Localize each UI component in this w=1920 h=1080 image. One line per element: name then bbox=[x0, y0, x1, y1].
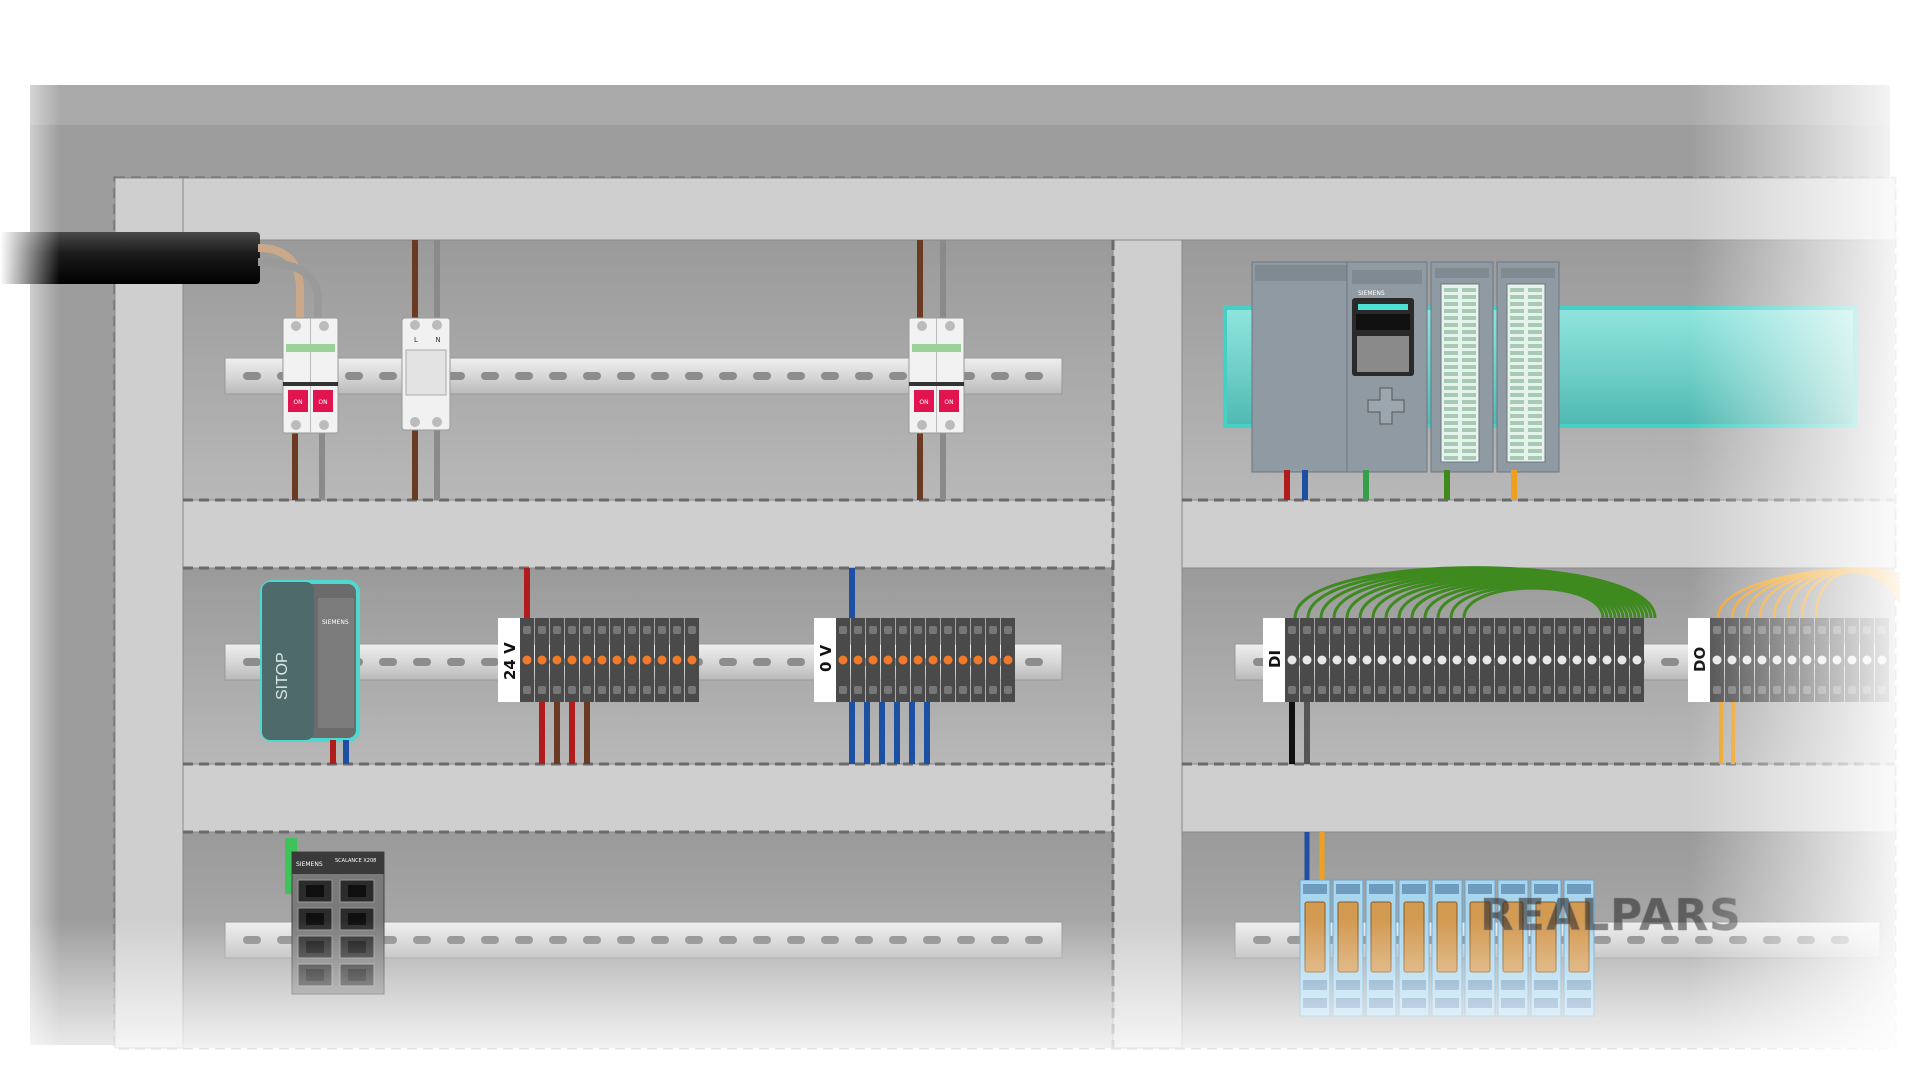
spd-n-label: N bbox=[435, 336, 440, 344]
label-do: DO bbox=[1691, 647, 1709, 672]
svg-text:ON: ON bbox=[944, 399, 953, 406]
svg-text:ON: ON bbox=[318, 399, 327, 406]
sitop-label: SITOP bbox=[274, 652, 291, 700]
plc-power-module bbox=[1251, 261, 1353, 473]
circuit-breaker-icon: ON ON bbox=[908, 317, 965, 434]
terminal-block-icon bbox=[836, 618, 1015, 702]
label-24v: 24 V bbox=[501, 642, 519, 680]
io-module-icon bbox=[1430, 261, 1560, 473]
spd-l-label: L bbox=[414, 336, 418, 344]
network-switch-icon: SIEMENS SCALANCE X208 bbox=[285, 838, 385, 995]
circuit-breaker-icon: ON ON bbox=[282, 317, 339, 434]
svg-text:ON: ON bbox=[919, 399, 928, 406]
surge-protector-icon: L N bbox=[401, 317, 451, 431]
top-wires bbox=[292, 240, 946, 500]
enclosure-top bbox=[30, 85, 1890, 125]
svg-text:SIEMENS: SIEMENS bbox=[296, 861, 323, 868]
realpars-watermark: REALPARS bbox=[1480, 890, 1742, 941]
svg-text:SIEMENS: SIEMENS bbox=[1358, 290, 1385, 297]
incoming-cable bbox=[0, 232, 260, 284]
terminal-block-icon bbox=[1285, 618, 1644, 702]
svg-text:SIEMENS: SIEMENS bbox=[322, 619, 349, 626]
svg-text:ON: ON bbox=[293, 399, 302, 406]
power-supply-icon: SIEMENS SITOP bbox=[260, 580, 360, 742]
terminal-block-icon bbox=[520, 618, 699, 702]
label-di: DI bbox=[1266, 650, 1284, 668]
svg-text:SCALANCE X208: SCALANCE X208 bbox=[335, 858, 376, 864]
plc-wires bbox=[1284, 470, 1517, 500]
plc-cpu-icon: SIEMENS bbox=[1346, 261, 1428, 473]
label-0v: 0 V bbox=[817, 644, 835, 672]
